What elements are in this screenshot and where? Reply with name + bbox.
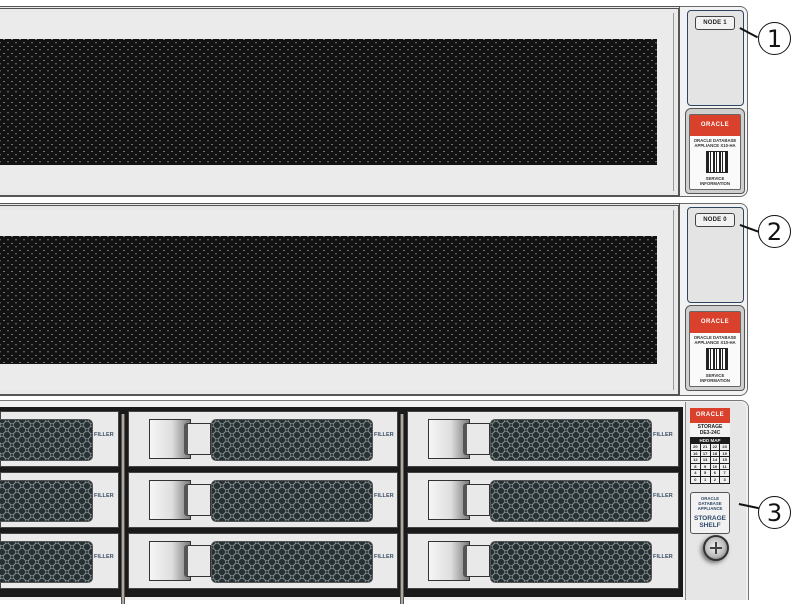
drive-bay-area: FILLER FILLER FILLER FILLER FILLER bbox=[0, 407, 683, 604]
node-1-service-card-tab[interactable]: ORACLE ORACLE DATABASE APPLIANCE X10-HA … bbox=[685, 108, 745, 194]
hdd-map: HDD MAP 20 21 22 23 16 17 18 19 12 13 14… bbox=[690, 437, 730, 484]
drive-latch[interactable] bbox=[463, 423, 490, 455]
thumbscrew-icon[interactable] bbox=[703, 535, 729, 561]
qr-code-icon bbox=[706, 151, 728, 173]
oracle-logo: ORACLE bbox=[690, 115, 740, 136]
drive-latch[interactable] bbox=[463, 484, 490, 516]
oracle-logo: ORACLE bbox=[690, 408, 730, 423]
node-1-label-window: NODE 1 bbox=[687, 10, 744, 106]
drive-filler-c1-r2[interactable]: FILLER bbox=[0, 472, 119, 528]
drive-mesh bbox=[0, 480, 93, 522]
node-0-ventilation-grille bbox=[0, 236, 657, 364]
callout-3: 3 bbox=[758, 496, 791, 529]
drive-filler-c2-r2[interactable]: FILLER bbox=[128, 472, 398, 528]
qr-code-icon bbox=[706, 348, 728, 370]
drive-mesh bbox=[0, 541, 93, 583]
node-0-label: NODE 0 bbox=[695, 213, 735, 227]
callout-2: 2 bbox=[758, 215, 791, 248]
node-1-ventilation-grille bbox=[0, 39, 657, 165]
node-1-side-panel: NODE 1 ORACLE ORACLE DATABASE APPLIANCE … bbox=[683, 6, 747, 197]
oracle-logo: ORACLE bbox=[690, 312, 740, 333]
storage-shelf-label: ORACLE DATABASE APPLIANCE STORAGE SHELF bbox=[690, 492, 730, 534]
node-1-label: NODE 1 bbox=[695, 16, 735, 30]
node-1-bezel bbox=[0, 6, 680, 197]
server-node-0: NODE 0 ORACLE ORACLE DATABASE APPLIANCE … bbox=[0, 203, 750, 396]
bay-divider bbox=[121, 414, 125, 604]
drive-mesh bbox=[0, 419, 93, 461]
drive-mesh bbox=[490, 419, 652, 461]
drive-filler-c3-r3[interactable]: FILLER bbox=[407, 533, 679, 589]
node-0-bezel bbox=[0, 203, 680, 396]
drive-filler-c1-r3[interactable]: FILLER bbox=[0, 533, 119, 589]
node-0-service-card-tab[interactable]: ORACLE ORACLE DATABASE APPLIANCE X10-HA … bbox=[685, 305, 745, 391]
drive-latch[interactable] bbox=[184, 545, 211, 577]
drive-latch[interactable] bbox=[184, 423, 211, 455]
bay-divider bbox=[400, 414, 404, 604]
drive-filler-c2-r1[interactable]: FILLER bbox=[128, 411, 398, 467]
drive-latch[interactable] bbox=[463, 545, 490, 577]
drive-latch[interactable] bbox=[184, 484, 211, 516]
drive-mesh bbox=[211, 480, 373, 522]
drive-filler-c1-r1[interactable]: FILLER bbox=[0, 411, 119, 467]
drive-filler-c3-r2[interactable]: FILLER bbox=[407, 472, 679, 528]
drive-filler-c2-r3[interactable]: FILLER bbox=[128, 533, 398, 589]
drive-mesh bbox=[211, 541, 373, 583]
server-node-1: NODE 1 ORACLE ORACLE DATABASE APPLIANCE … bbox=[0, 6, 750, 197]
drive-mesh bbox=[490, 480, 652, 522]
callout-1: 1 bbox=[758, 22, 791, 55]
node-0-label-window: NODE 0 bbox=[687, 207, 744, 303]
storage-shelf-side-panel: ORACLE STORAGE DE3-24C HDD MAP 20 21 22 … bbox=[685, 402, 746, 600]
node-0-side-panel: NODE 0 ORACLE ORACLE DATABASE APPLIANCE … bbox=[683, 203, 747, 396]
storage-model-label: STORAGE DE3-24C bbox=[690, 423, 730, 437]
drive-mesh bbox=[490, 541, 652, 583]
drive-filler-c3-r1[interactable]: FILLER bbox=[407, 411, 679, 467]
hdd-map-grid: 20 21 22 23 16 17 18 19 12 13 14 15 8 9 … bbox=[690, 444, 730, 483]
storage-shelf: FILLER FILLER FILLER FILLER FILLER bbox=[0, 400, 750, 604]
drive-mesh bbox=[211, 419, 373, 461]
